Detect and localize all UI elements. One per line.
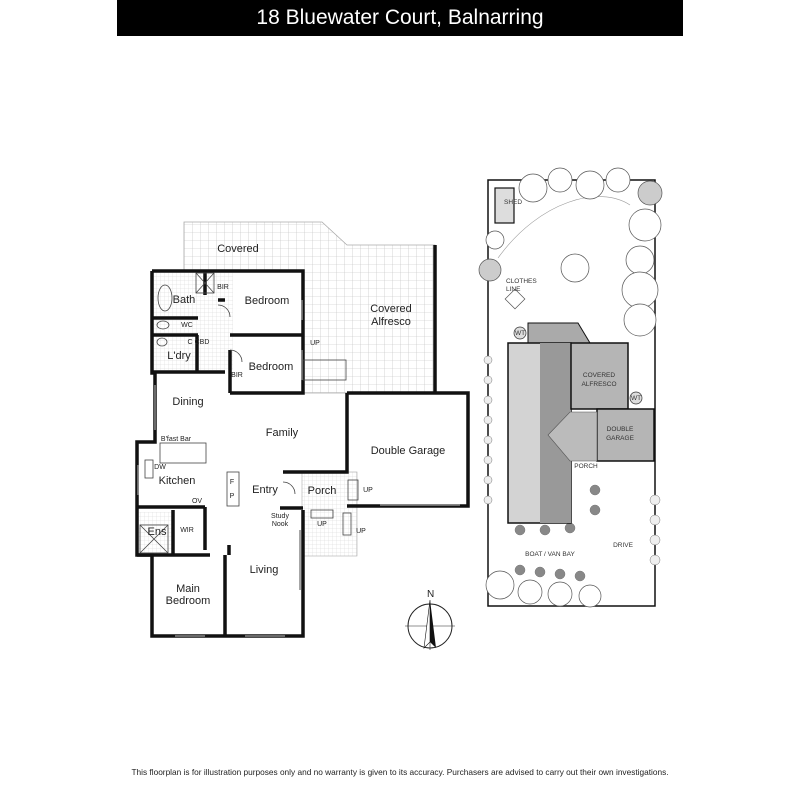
label-wir: WIR [180,527,194,534]
label-bfast-bar: B'fast Bar [161,436,192,443]
fixtures [139,272,359,554]
label-covered-alfresco: Alfresco [371,316,411,328]
walls [135,245,470,638]
label-double-garage: DOUBLE [607,426,634,433]
label-bir: BIR [217,284,229,291]
label-water-tank: WT [631,395,641,402]
label-kitchen: Kitchen [159,475,196,487]
label-dining: Dining [172,396,203,408]
label-laundry: L'dry [167,350,191,362]
label-double-garage: GARAGE [606,435,634,442]
label-oven: OV [192,498,202,505]
label-wc: WC [181,322,193,329]
label-up: UP [356,528,366,535]
page-title: 18 Bluewater Court, Balnarring [256,6,544,29]
label-pantry: P [230,493,235,500]
label-study-nook: Study [271,513,289,520]
label-family: Family [266,427,299,439]
label-fridge: F [230,479,234,486]
hedges [483,355,661,582]
label-cbd: CBD [195,339,210,346]
label-water-tank: WT [515,330,525,337]
windows [137,300,460,637]
label-covered-alfresco: COVERED [583,372,615,379]
label-shed: SHED [504,199,522,206]
north-compass-icon: N [405,589,455,650]
label-covered: Covered [217,243,259,255]
trees [478,167,663,608]
label-clothes-line: CLOTHES [506,278,537,285]
title-bar: 18 Bluewater Court, Balnarring [117,0,683,36]
wet-area-tiles [153,272,233,370]
label-covered-alfresco: ALFRESCO [581,381,616,388]
label-bedroom: Bedroom [249,361,294,373]
label-porch: Porch [308,485,337,497]
label-main-bedroom: Main [176,583,200,595]
room-labels: Covered Covered Alfresco Bath BIR Bedroo… [148,243,446,607]
label-up: UP [310,340,320,347]
label-bedroom: Bedroom [245,295,290,307]
label-bir: BIR [231,372,243,379]
label-dw: DW [154,464,166,471]
label-ensuite: Ens [148,526,167,538]
label-living: Living [250,564,279,576]
label-covered-alfresco: Covered [370,303,412,315]
label-porch: PORCH [574,463,598,470]
label-drive: DRIVE [613,542,634,549]
site-plan: SHED CLOTHES LINE WT WT COVERED ALFRESCO… [478,167,663,608]
compass-north-label: N [427,589,434,600]
label-up: UP [317,521,327,528]
disclaimer: This floorplan is for illustration purpo… [131,767,669,777]
label-bath: Bath [173,294,196,306]
label-c: C [187,339,192,346]
label-entry: Entry [252,484,278,496]
ensuite-tiles [138,512,172,554]
label-up: UP [363,487,373,494]
label-clothes-line: LINE [506,286,521,293]
label-boat-van-bay: BOAT / VAN BAY [525,551,575,558]
label-double-garage: Double Garage [371,445,446,457]
label-study-nook: Nook [272,521,289,528]
label-main-bedroom: Bedroom [166,595,211,607]
